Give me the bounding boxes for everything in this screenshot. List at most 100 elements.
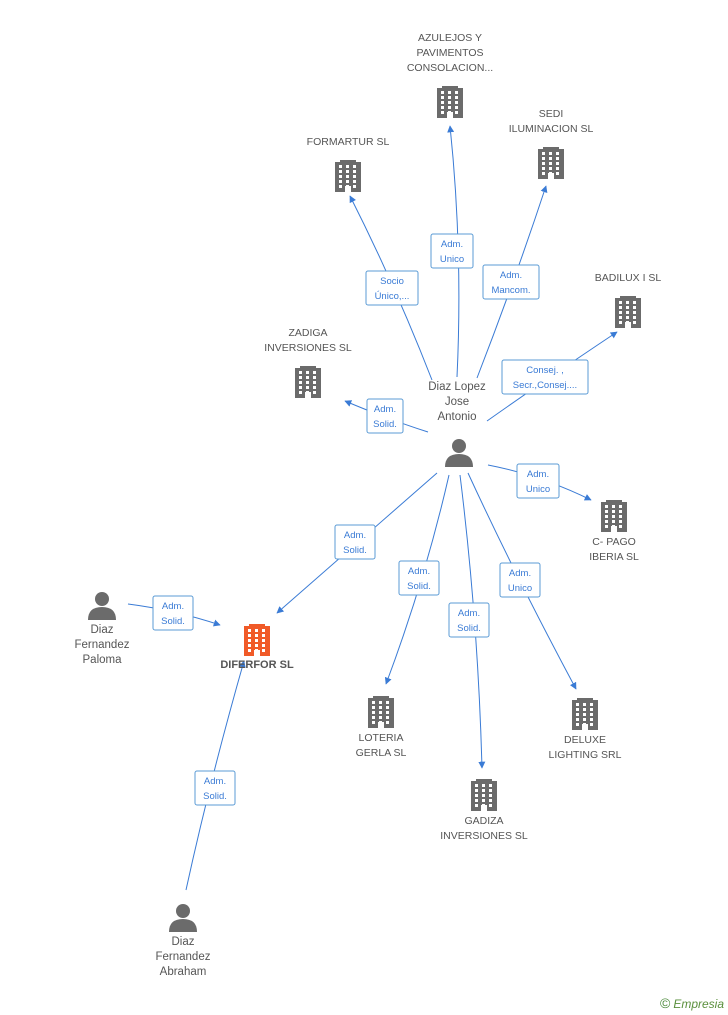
building-icon [335, 160, 361, 192]
node-company-gadiza[interactable]: GADIZA INVERSIONES SL [440, 779, 528, 842]
edge-label-box [501, 359, 589, 395]
edge-label-text: Consej. , [526, 365, 564, 376]
deluxe-label: DELUXE [564, 734, 606, 746]
copyright-icon: © [659, 995, 671, 1011]
edge-label-diaz-lopez-to-loteria[interactable]: Adm. Solid. [398, 560, 440, 596]
edge-label-text: Solid. [203, 791, 227, 802]
building-icon [295, 366, 321, 398]
edge-label-text: Unico [526, 484, 550, 495]
paloma-label: Diaz [90, 624, 113, 636]
footer-brand[interactable]: ©Empresia [660, 995, 724, 1011]
zadiga-label: ZADIGA [288, 327, 327, 339]
node-company-loteria[interactable]: LOTERIA GERLA SL [356, 696, 407, 759]
azulejos-label: PAVIMENTOS [416, 47, 483, 59]
person-icon [445, 439, 473, 467]
edge-label-diaz-lopez-to-badilux[interactable]: Consej. , Secr.,Consej.... [501, 359, 589, 395]
edge-label-diaz-lopez-to-cpago[interactable]: Adm. Unico [516, 463, 560, 499]
loteria-label: GERLA SL [356, 747, 407, 759]
person-icon [88, 592, 116, 620]
abraham-label: Diaz [171, 936, 194, 948]
building-icon [471, 779, 497, 811]
edge-label-diaz-lopez-to-formartur[interactable]: SocioÚnico,... [365, 270, 419, 306]
badilux-label: BADILUX I SL [595, 272, 662, 284]
edge-label-diaz-lopez-to-zadiga[interactable]: Adm. Solid. [366, 398, 404, 434]
edge-labels-layer: Adm.UnicoSocioÚnico,...Adm.Mancom.Consej… [152, 233, 589, 806]
gadiza-label: INVERSIONES SL [440, 830, 528, 842]
edge-label-text: Solid. [343, 545, 367, 556]
node-company-sedi[interactable]: SEDI ILUMINACION SL [509, 108, 594, 179]
node-company-deluxe[interactable]: DELUXE LIGHTING SRL [549, 698, 622, 761]
edge-label-abraham-to-diferfor[interactable]: Adm. Solid. [194, 770, 236, 806]
edge-label-box [365, 270, 419, 306]
edge-label-text: Adm. [458, 608, 480, 619]
edge-label-text: Adm. [162, 601, 184, 612]
building-icon [615, 296, 641, 328]
node-company-formartur[interactable]: FORMARTUR SL [307, 136, 390, 192]
person-icon [169, 904, 197, 932]
edge-label-diaz-lopez-to-diferfor[interactable]: Adm. Solid. [334, 524, 376, 560]
edge-label-text: Adm. [500, 270, 522, 281]
edge-label-text: Secr.,Consej.... [513, 380, 577, 391]
edge-label-text: Adm. [374, 404, 396, 415]
zadiga-label: INVERSIONES SL [264, 342, 352, 354]
edge-label-box [152, 595, 194, 631]
azulejos-label: CONSOLACION... [407, 62, 493, 74]
edge-label-text: Adm. [527, 469, 549, 480]
building-icon [437, 86, 463, 118]
edge-label-text: Mancom. [491, 285, 530, 296]
edge-label-box [516, 463, 560, 499]
edge-label-diaz-lopez-to-sedi[interactable]: Adm. Mancom. [482, 264, 540, 300]
cpago-label: IBERIA SL [589, 551, 639, 563]
edge-label-box [194, 770, 236, 806]
diferfor-label: DIFERFOR SL [220, 659, 294, 671]
building-icon [538, 147, 564, 179]
edge-label-text: Adm. [344, 530, 366, 541]
edge-label-box [482, 264, 540, 300]
cpago-label: C- PAGO [592, 536, 636, 548]
edge-label-text: Único,... [375, 291, 410, 302]
edge-label-text: Solid. [373, 419, 397, 430]
edge-label-box [398, 560, 440, 596]
loteria-label: LOTERIA [359, 732, 404, 744]
paloma-label: Fernandez [75, 639, 130, 651]
edge-label-text: Solid. [457, 623, 481, 634]
edge-label-box [448, 602, 490, 638]
node-company-badilux[interactable]: BADILUX I SL [595, 272, 662, 328]
edge-label-text: Solid. [161, 616, 185, 627]
edge-label-text: Adm. [204, 776, 226, 787]
edge-label-text: Unico [508, 583, 532, 594]
abraham-label: Fernandez [156, 951, 211, 963]
diaz-lopez-label: Jose [445, 396, 469, 408]
edge-label-diaz-lopez-to-gadiza[interactable]: Adm. Solid. [448, 602, 490, 638]
abraham-label: Abraham [160, 966, 207, 978]
node-company-cpago[interactable]: C- PAGO IBERIA SL [589, 500, 639, 563]
edge-label-text: Unico [440, 254, 464, 265]
edge-label-paloma-to-diferfor[interactable]: Adm. Solid. [152, 595, 194, 631]
diaz-lopez-label: Antonio [437, 411, 476, 423]
node-company-azulejos[interactable]: AZULEJOS Y PAVIMENTOS CONSOLACION... [407, 32, 493, 118]
building-icon [572, 698, 598, 730]
node-company-zadiga[interactable]: ZADIGA INVERSIONES SL [264, 327, 352, 398]
building-icon [244, 624, 270, 656]
sedi-label: SEDI [539, 108, 564, 120]
edge-label-box [499, 562, 541, 598]
sedi-label: ILUMINACION SL [509, 123, 594, 135]
gadiza-label: GADIZA [464, 815, 503, 827]
edge-label-text: Socio [380, 276, 404, 287]
edge-label-box [430, 233, 474, 269]
edge-label-text: Adm. [509, 568, 531, 579]
azulejos-label: AZULEJOS Y [418, 32, 482, 44]
deluxe-label: LIGHTING SRL [549, 749, 622, 761]
paloma-label: Paloma [83, 654, 123, 666]
node-company-diferfor[interactable]: DIFERFOR SL [220, 624, 294, 671]
edge-label-diaz-lopez-to-azulejos[interactable]: Adm.Unico [430, 233, 474, 269]
edge-label-text: Solid. [407, 581, 431, 592]
diaz-lopez-label: Diaz Lopez [428, 381, 486, 393]
edge-label-diaz-lopez-to-deluxe[interactable]: Adm. Unico [499, 562, 541, 598]
edge-label-text: Adm. [408, 566, 430, 577]
